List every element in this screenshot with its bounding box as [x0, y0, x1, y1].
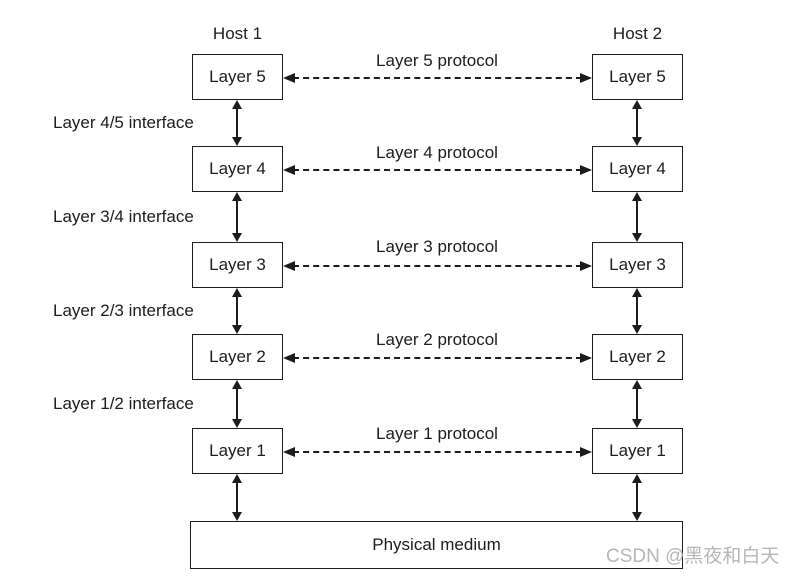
host1-layer5-box: Layer 5 [192, 54, 283, 100]
arrowhead-up-icon [232, 192, 242, 201]
host2-interface-arrow-4-3 [631, 192, 643, 242]
arrowhead-down-icon [232, 419, 242, 428]
arrowhead-down-icon [632, 233, 642, 242]
layer1-protocol-label: Layer 1 protocol [376, 424, 498, 443]
arrowhead-down-icon [232, 233, 242, 242]
csdn-watermark: CSDN @黑夜和白天 [606, 546, 780, 567]
arrowhead-down-icon [232, 325, 242, 334]
host1-layer2-label: Layer 2 [209, 347, 266, 366]
host2-layer1-label: Layer 1 [609, 441, 666, 460]
interface-1-2-label: Layer 1/2 interface [53, 394, 194, 413]
host2-layer5-box: Layer 5 [592, 54, 683, 100]
arrowhead-down-icon [632, 325, 642, 334]
arrowhead-up-icon [632, 288, 642, 297]
host1-interface-arrow-3-2 [231, 288, 243, 334]
arrowhead-up-icon [632, 474, 642, 483]
host2-layer4-box: Layer 4 [592, 146, 683, 192]
arrowhead-up-icon [632, 192, 642, 201]
host1-layer4-box: Layer 4 [192, 146, 283, 192]
interface-2-3-label: Layer 2/3 interface [53, 301, 194, 320]
arrowhead-up-icon [232, 100, 242, 109]
layer4-protocol-arrow [283, 164, 592, 176]
host1-layer5-label: Layer 5 [209, 67, 266, 86]
host2-layer2-label: Layer 2 [609, 347, 666, 366]
arrowhead-down-icon [632, 419, 642, 428]
host2-title: Host 2 [612, 24, 663, 43]
arrowhead-down-icon [232, 512, 242, 521]
layer2-protocol-arrow [283, 352, 592, 364]
arrowhead-up-icon [232, 288, 242, 297]
arrowhead-left-icon [283, 165, 295, 175]
arrowhead-right-icon [580, 73, 592, 83]
host1-layer4-label: Layer 4 [209, 159, 266, 178]
host2-layer1-box: Layer 1 [592, 428, 683, 474]
host2-interface-arrow-2-1 [631, 380, 643, 428]
arrowhead-right-icon [580, 447, 592, 457]
host1-layer2-box: Layer 2 [192, 334, 283, 380]
physical-medium-label: Physical medium [372, 535, 501, 554]
host1-layer1-label: Layer 1 [209, 441, 266, 460]
host2-layer3-box: Layer 3 [592, 242, 683, 288]
arrowhead-left-icon [283, 261, 295, 271]
arrowhead-up-icon [232, 380, 242, 389]
host1-layer3-box: Layer 3 [192, 242, 283, 288]
arrowhead-up-icon [632, 100, 642, 109]
arrowhead-left-icon [283, 73, 295, 83]
host1-interface-arrow-5-4 [231, 100, 243, 146]
layer5-protocol-label: Layer 5 protocol [376, 51, 498, 70]
host2-interface-arrow-3-2 [631, 288, 643, 334]
layer2-protocol-label: Layer 2 protocol [376, 330, 498, 349]
layer5-protocol-arrow [283, 72, 592, 84]
host2-interface-arrow-5-4 [631, 100, 643, 146]
host1-layer1-box: Layer 1 [192, 428, 283, 474]
layer4-protocol-label: Layer 4 protocol [376, 143, 498, 162]
arrowhead-right-icon [580, 353, 592, 363]
layer3-protocol-arrow [283, 260, 592, 272]
arrowhead-down-icon [632, 137, 642, 146]
arrowhead-up-icon [232, 474, 242, 483]
arrowhead-left-icon [283, 353, 295, 363]
host2-medium-arrow [631, 474, 643, 521]
host2-layer2-box: Layer 2 [592, 334, 683, 380]
interface-3-4-label: Layer 3/4 interface [53, 207, 194, 226]
host1-medium-arrow [231, 474, 243, 521]
host2-layer4-label: Layer 4 [609, 159, 666, 178]
arrowhead-up-icon [632, 380, 642, 389]
arrowhead-down-icon [232, 137, 242, 146]
arrowhead-down-icon [632, 512, 642, 521]
host2-layer5-label: Layer 5 [609, 67, 666, 86]
host2-layer3-label: Layer 3 [609, 255, 666, 274]
host1-interface-arrow-4-3 [231, 192, 243, 242]
arrowhead-left-icon [283, 447, 295, 457]
physical-medium-box: Physical medium [190, 521, 683, 569]
interface-4-5-label: Layer 4/5 interface [53, 113, 194, 132]
arrowhead-right-icon [580, 261, 592, 271]
layer1-protocol-arrow [283, 446, 592, 458]
host1-title: Host 1 [212, 24, 263, 43]
host1-interface-arrow-2-1 [231, 380, 243, 428]
host1-layer3-label: Layer 3 [209, 255, 266, 274]
layer3-protocol-label: Layer 3 protocol [376, 237, 498, 256]
arrowhead-right-icon [580, 165, 592, 175]
